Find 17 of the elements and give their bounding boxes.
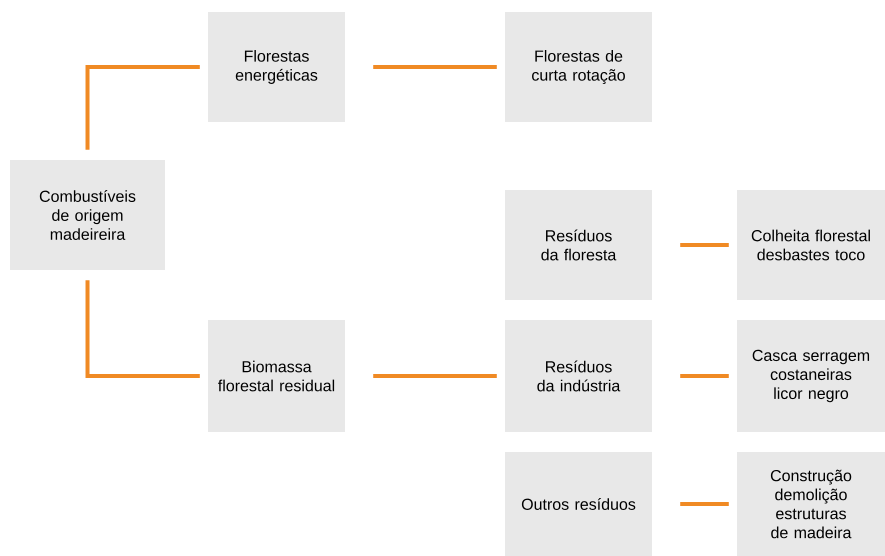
process-box: Outros resíduos [505,452,652,556]
connector-line [680,374,729,378]
process-box: Casca serragem costaneiras licor negro [737,320,885,432]
connector-line [373,65,497,69]
connector-line [680,243,729,247]
process-box: Florestas energéticas [208,12,345,122]
process-box: Resíduos da floresta [505,190,652,300]
connector-line [680,502,729,506]
process-box: Florestas de curta rotação [505,12,652,122]
process-box: Biomassa florestal residual [208,320,345,432]
process-box: Combustíveis de origem madeireira [10,160,165,270]
process-box: Construção demolição estruturas de madeira [737,452,885,556]
process-box: Colheita florestal desbastes toco [737,190,885,300]
connector-line [86,280,200,378]
connector-line [86,65,200,150]
connector-line [373,374,497,378]
process-box: Resíduos da indústria [505,320,652,432]
